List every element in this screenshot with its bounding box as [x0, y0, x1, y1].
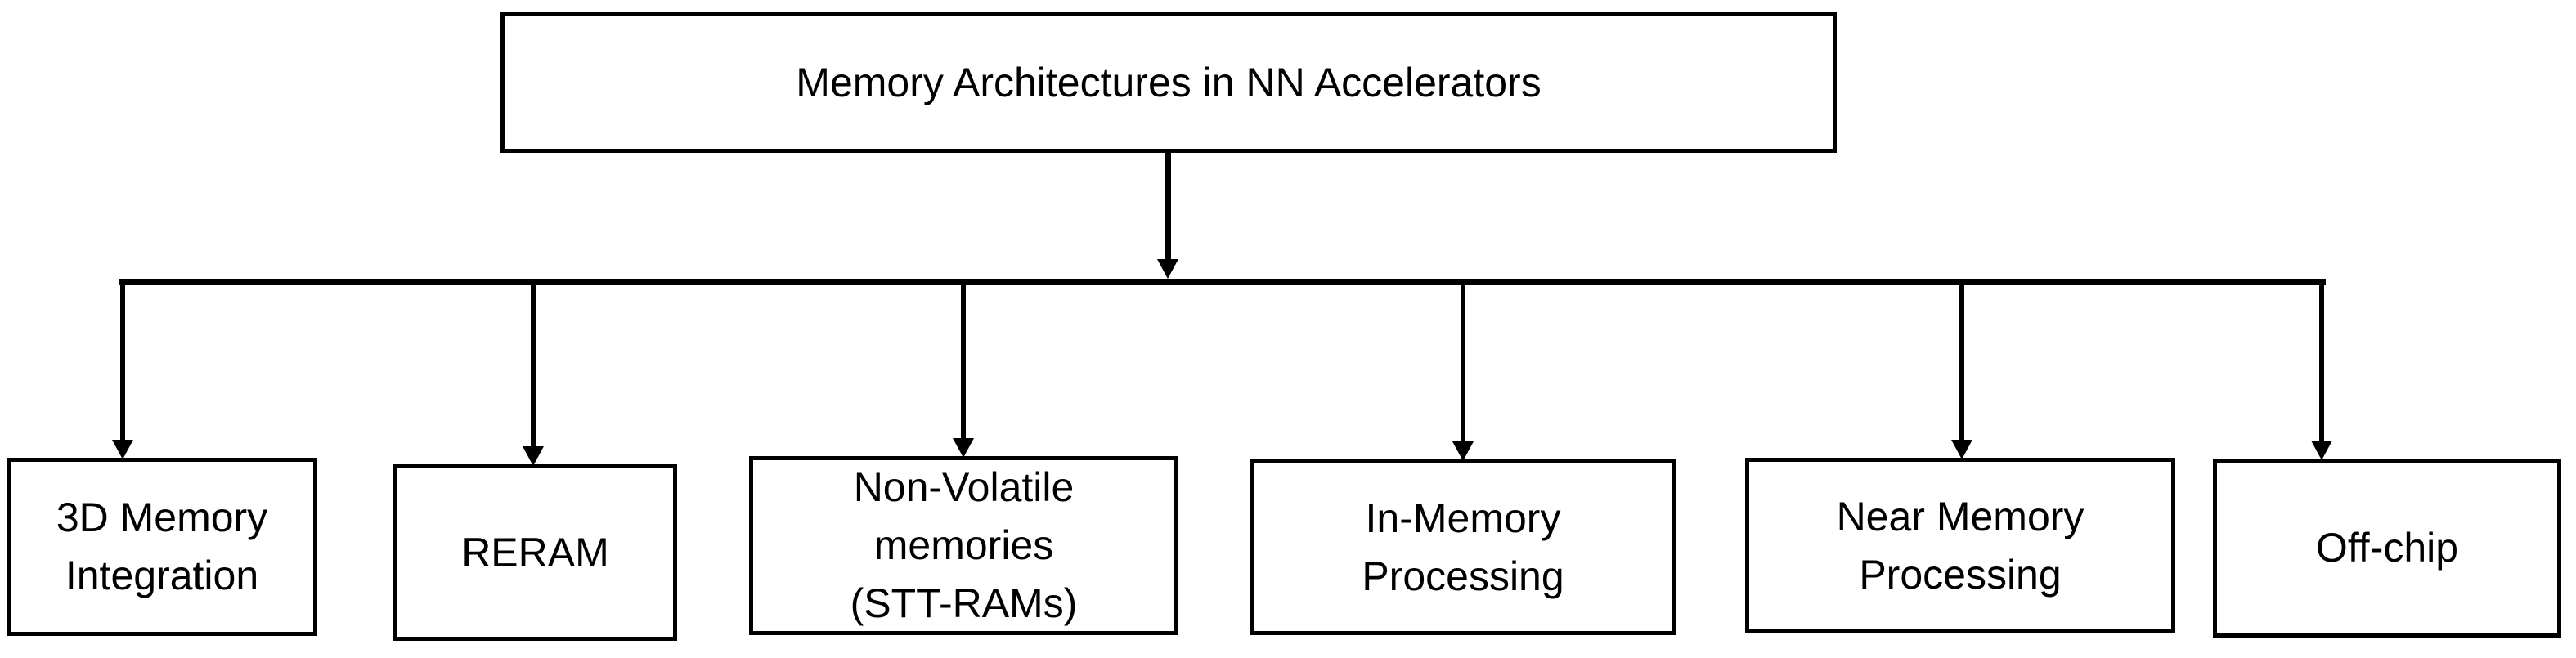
arrowhead-down-icon-6 [2311, 441, 2332, 460]
node-in-memory-processing-label: In-Memory Processing [1362, 495, 1564, 599]
node-root-label: Memory Architectures in NN Accelerators [796, 59, 1542, 105]
node-off-chip-label: Off-chip [2315, 525, 2459, 571]
connector-drop-line-5 [1959, 285, 1964, 443]
node-in-memory-processing: In-Memory Processing [1250, 459, 1676, 635]
node-near-memory-processing-label: Near Memory Processing [1836, 493, 2085, 598]
arrowhead-down-icon-1 [112, 440, 133, 459]
node-non-volatile-memories-label: Non-Volatile memories (STT-RAMs) [850, 464, 1078, 626]
connector-drop-line-4 [1461, 285, 1465, 445]
arrowhead-down-icon-2 [523, 446, 544, 466]
connector-drop-line-2 [531, 285, 536, 450]
node-memory-architectures-root: Memory Architectures in NN Accelerators [500, 12, 1837, 153]
node-3d-memory-integration: 3D Memory Integration [7, 458, 317, 636]
node-reram-label: RERAM [461, 529, 609, 575]
node-reram: RERAM [393, 464, 677, 641]
connector-drop-line-1 [120, 285, 125, 443]
connector-horizontal-spine [119, 279, 2326, 285]
arrowhead-down-icon-4 [1452, 441, 1474, 461]
node-non-volatile-memories: Non-Volatile memories (STT-RAMs) [749, 456, 1178, 635]
node-3d-memory-integration-label: 3D Memory Integration [56, 495, 268, 598]
connector-drop-line-6 [2319, 285, 2324, 444]
connector-drop-line-3 [961, 285, 966, 441]
node-near-memory-processing: Near Memory Processing [1745, 458, 2175, 633]
arrowhead-down-icon-5 [1951, 440, 1972, 459]
arrowhead-down-icon-3 [953, 438, 974, 458]
arrowhead-root-icon [1157, 259, 1178, 279]
node-off-chip: Off-chip [2213, 459, 2561, 638]
connector-root-vertical-line [1165, 153, 1171, 262]
